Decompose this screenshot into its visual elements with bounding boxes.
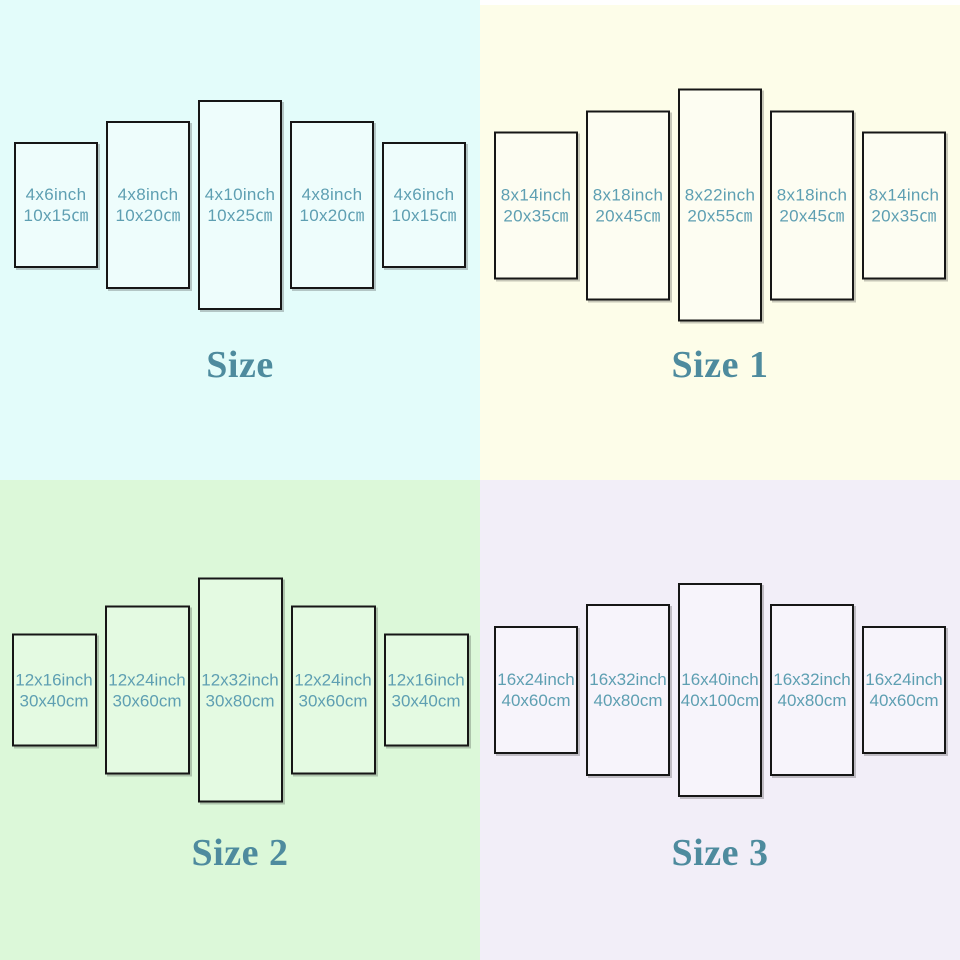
quadrant-title: Size 3 <box>671 832 769 874</box>
panel-size-inches: 4x6inch <box>25 185 87 204</box>
panel-size-label: 16x40inch 40x100cm <box>681 669 759 711</box>
panel-size-inches: 12x24inch <box>294 670 372 689</box>
canvas-panel: 16x40inch 40x100cm <box>678 583 762 797</box>
panel-size-inches: 8x22inch <box>684 185 756 204</box>
panel-size-label: 8x14inch 20x35㎝ <box>501 184 571 226</box>
panel-size-cm: 20x55㎝ <box>687 206 753 225</box>
panel-size-label: 12x24inch 30x60cm <box>108 669 186 711</box>
panel-size-inches: 12x32inch <box>201 670 279 689</box>
panel-size-label: 8x18inch 20x45㎝ <box>593 184 663 226</box>
canvas-panel: 12x16inch 30x40cm <box>11 633 97 747</box>
panel-size-label: 8x18inch 20x45㎝ <box>777 184 847 226</box>
panel-size-cm: 30x40cm <box>19 691 89 710</box>
panel-size-cm: 30x40cm <box>391 691 461 710</box>
canvas-panel: 16x24inch 40x60cm <box>494 626 578 754</box>
canvas-panel: 12x24inch 30x60cm <box>104 605 190 775</box>
panel-size-cm: 30x80cm <box>205 691 275 710</box>
size-quadrant-0: 4x6inch 10x15㎝ 4x8inch 10x20㎝ 4x10inch 1… <box>0 0 480 480</box>
panels-row: 12x16inch 30x40cm 12x24inch 30x60cm 12x3… <box>0 577 480 803</box>
panel-size-inches: 4x8inch <box>117 185 179 204</box>
canvas-panel: 12x24inch 30x60cm <box>290 605 376 775</box>
panel-size-label: 12x16inch 30x40cm <box>387 669 465 711</box>
panel-size-label: 12x16inch 30x40cm <box>15 669 93 711</box>
panel-size-cm: 20x45㎝ <box>779 206 845 225</box>
canvas-panel: 8x18inch 20x45㎝ <box>586 110 670 300</box>
panel-size-inches: 12x16inch <box>15 670 93 689</box>
panel-size-cm: 10x20㎝ <box>299 206 365 225</box>
canvas-panel: 16x32inch 40x80cm <box>586 604 670 776</box>
panel-size-cm: 10x15㎝ <box>391 206 457 225</box>
panel-size-cm: 40x60cm <box>501 691 571 710</box>
panel-size-label: 8x22inch 20x55㎝ <box>685 184 755 226</box>
panel-size-inches: 16x24inch <box>497 670 575 689</box>
panel-size-inches: 8x18inch <box>592 185 664 204</box>
panel-size-label: 12x32inch 30x80cm <box>201 669 279 711</box>
panel-size-label: 4x6inch 10x15㎝ <box>391 184 456 226</box>
canvas-panel: 4x10inch 10x25㎝ <box>198 100 282 310</box>
panel-size-inches: 16x32inch <box>589 670 667 689</box>
quadrant-title: Size 1 <box>671 344 769 386</box>
panel-size-label: 8x14inch 20x35㎝ <box>869 184 939 226</box>
canvas-panel: 16x32inch 40x80cm <box>770 604 854 776</box>
quadrant-title: Size 2 <box>191 832 289 874</box>
panel-size-inches: 16x24inch <box>865 670 943 689</box>
size-quadrant-2: 12x16inch 30x40cm 12x24inch 30x60cm 12x3… <box>0 480 480 960</box>
panel-size-inches: 12x24inch <box>108 670 186 689</box>
canvas-panel: 4x8inch 10x20㎝ <box>106 121 190 289</box>
panel-size-inches: 4x10inch <box>204 185 276 204</box>
canvas-panel: 8x18inch 20x45㎝ <box>770 110 854 300</box>
panel-size-cm: 20x35㎝ <box>871 206 937 225</box>
panel-size-cm: 40x80cm <box>777 691 847 710</box>
panel-size-inches: 8x18inch <box>776 185 848 204</box>
panel-size-label: 4x10inch 10x25㎝ <box>205 184 275 226</box>
panel-size-inches: 4x8inch <box>301 185 363 204</box>
panel-size-cm: 40x80cm <box>593 691 663 710</box>
panel-size-cm: 10x20㎝ <box>115 206 181 225</box>
panel-size-inches: 12x16inch <box>387 670 465 689</box>
panel-size-label: 4x8inch 10x20㎝ <box>299 184 364 226</box>
panel-size-label: 16x32inch 40x80cm <box>773 669 851 711</box>
panels-row: 16x24inch 40x60cm 16x32inch 40x80cm 16x4… <box>480 583 960 797</box>
canvas-panel: 4x6inch 10x15㎝ <box>14 142 98 268</box>
panel-size-label: 4x8inch 10x20㎝ <box>115 184 180 226</box>
panel-size-label: 4x6inch 10x15㎝ <box>23 184 88 226</box>
canvas-panel: 12x16inch 30x40cm <box>383 633 469 747</box>
panel-size-cm: 30x60cm <box>298 691 368 710</box>
canvas-panel: 8x14inch 20x35㎝ <box>862 131 946 279</box>
panel-size-label: 16x32inch 40x80cm <box>589 669 667 711</box>
canvas-panel: 4x8inch 10x20㎝ <box>290 121 374 289</box>
canvas-panel: 8x14inch 20x35㎝ <box>494 131 578 279</box>
panel-size-label: 16x24inch 40x60cm <box>497 669 575 711</box>
panel-size-cm: 40x60cm <box>869 691 939 710</box>
panels-row: 8x14inch 20x35㎝ 8x18inch 20x45㎝ 8x22inch… <box>480 88 960 322</box>
panel-size-cm: 10x25㎝ <box>207 206 273 225</box>
panel-size-inches: 4x6inch <box>393 185 455 204</box>
panel-size-inches: 8x14inch <box>500 185 572 204</box>
canvas-panel: 12x32inch 30x80cm <box>197 577 283 803</box>
panel-size-label: 12x24inch 30x60cm <box>294 669 372 711</box>
panel-size-inches: 8x14inch <box>868 185 940 204</box>
panel-size-cm: 20x45㎝ <box>595 206 661 225</box>
panel-size-inches: 16x40inch <box>681 670 759 689</box>
quadrant-title: Size <box>206 344 274 386</box>
panels-row: 4x6inch 10x15㎝ 4x8inch 10x20㎝ 4x10inch 1… <box>0 100 480 310</box>
top-white-strip <box>480 0 960 5</box>
panel-size-cm: 30x60cm <box>112 691 182 710</box>
panel-size-cm: 20x35㎝ <box>503 206 569 225</box>
panel-size-cm: 10x15㎝ <box>23 206 89 225</box>
canvas-panel: 16x24inch 40x60cm <box>862 626 946 754</box>
panel-size-inches: 16x32inch <box>773 670 851 689</box>
size-quadrant-3: 16x24inch 40x60cm 16x32inch 40x80cm 16x4… <box>480 480 960 960</box>
panel-size-cm: 40x100cm <box>680 691 760 710</box>
size-quadrant-1: 8x14inch 20x35㎝ 8x18inch 20x45㎝ 8x22inch… <box>480 0 960 480</box>
canvas-panel: 8x22inch 20x55㎝ <box>678 88 762 322</box>
panel-size-label: 16x24inch 40x60cm <box>865 669 943 711</box>
canvas-panel: 4x6inch 10x15㎝ <box>382 142 466 268</box>
